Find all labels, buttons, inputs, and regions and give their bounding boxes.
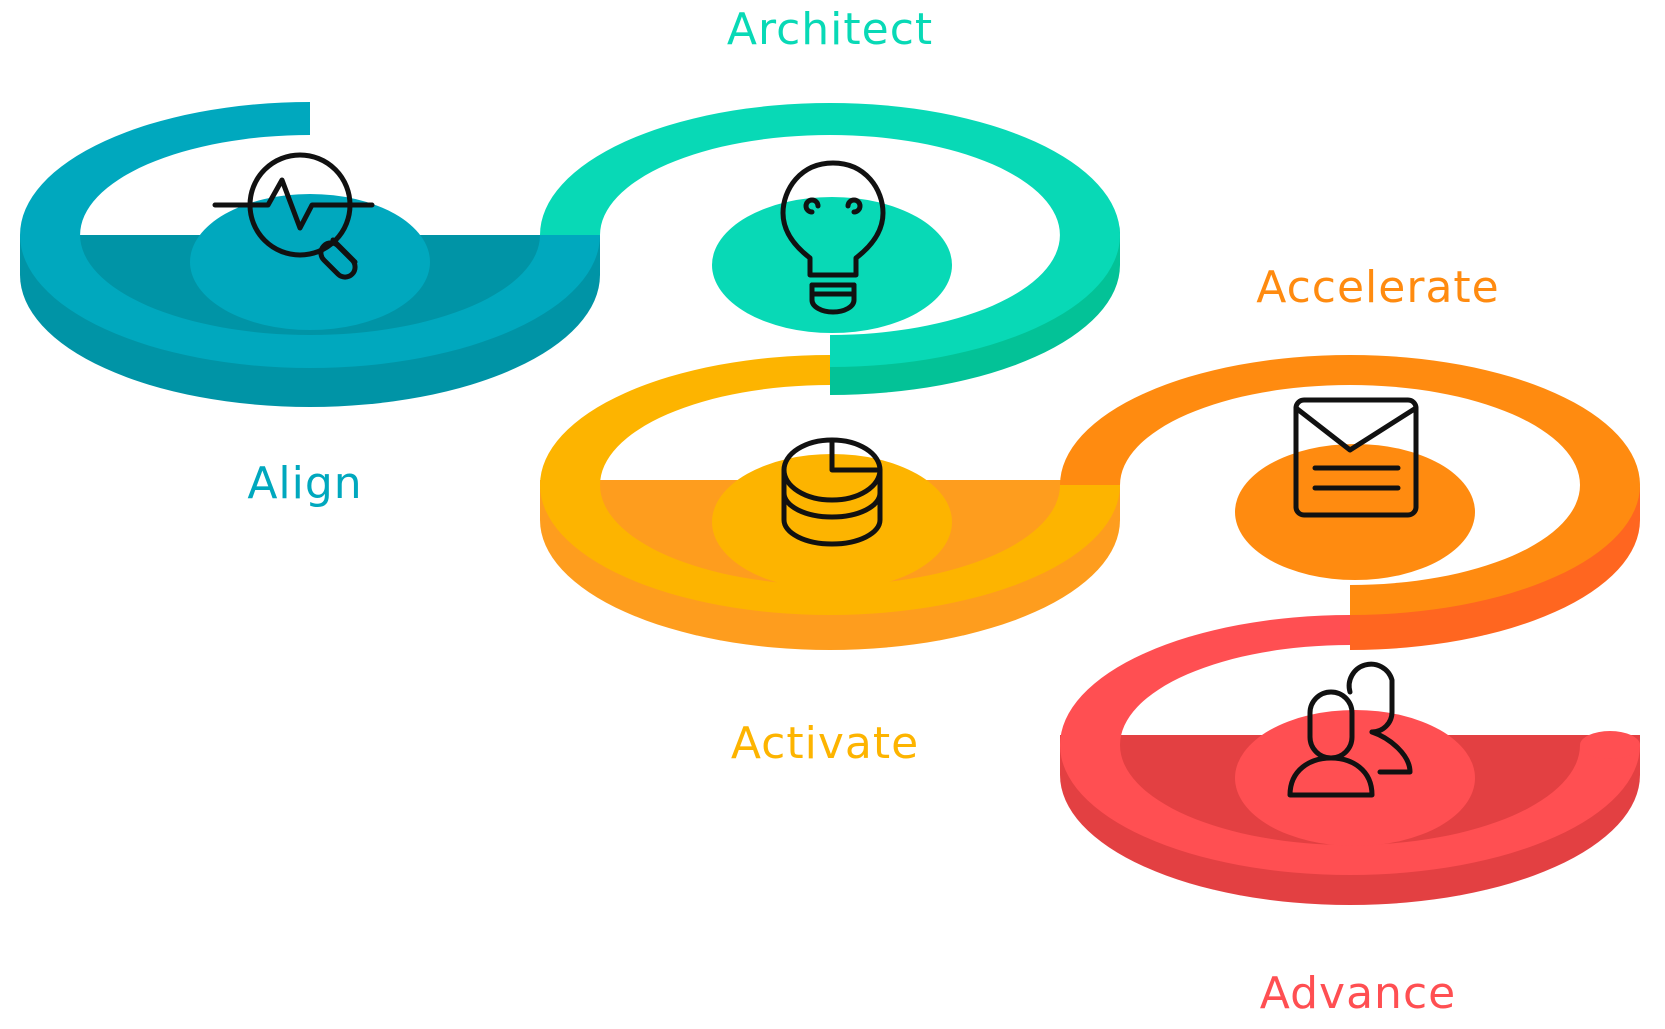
user-support-icon [1287, 661, 1413, 798]
lightbulb-icon [780, 160, 886, 315]
accelerate-disc [1235, 444, 1475, 580]
architect-disc [712, 197, 952, 333]
advance-disc [1235, 710, 1475, 846]
label-advance: Advance [1259, 968, 1457, 1019]
database-chart-icon [781, 437, 883, 547]
align-disc [190, 194, 430, 330]
activate-disc [712, 454, 952, 590]
label-architect: Architect [726, 4, 934, 55]
magnifier-heartbeat-icon [212, 152, 375, 280]
envelope-document-icon [1293, 397, 1419, 518]
label-align: Align [247, 458, 363, 509]
label-activate: Activate [730, 718, 920, 769]
label-accelerate: Accelerate [1256, 262, 1500, 313]
track-top-faces [20, 102, 1640, 875]
advance-track-end-cap [1580, 731, 1640, 759]
